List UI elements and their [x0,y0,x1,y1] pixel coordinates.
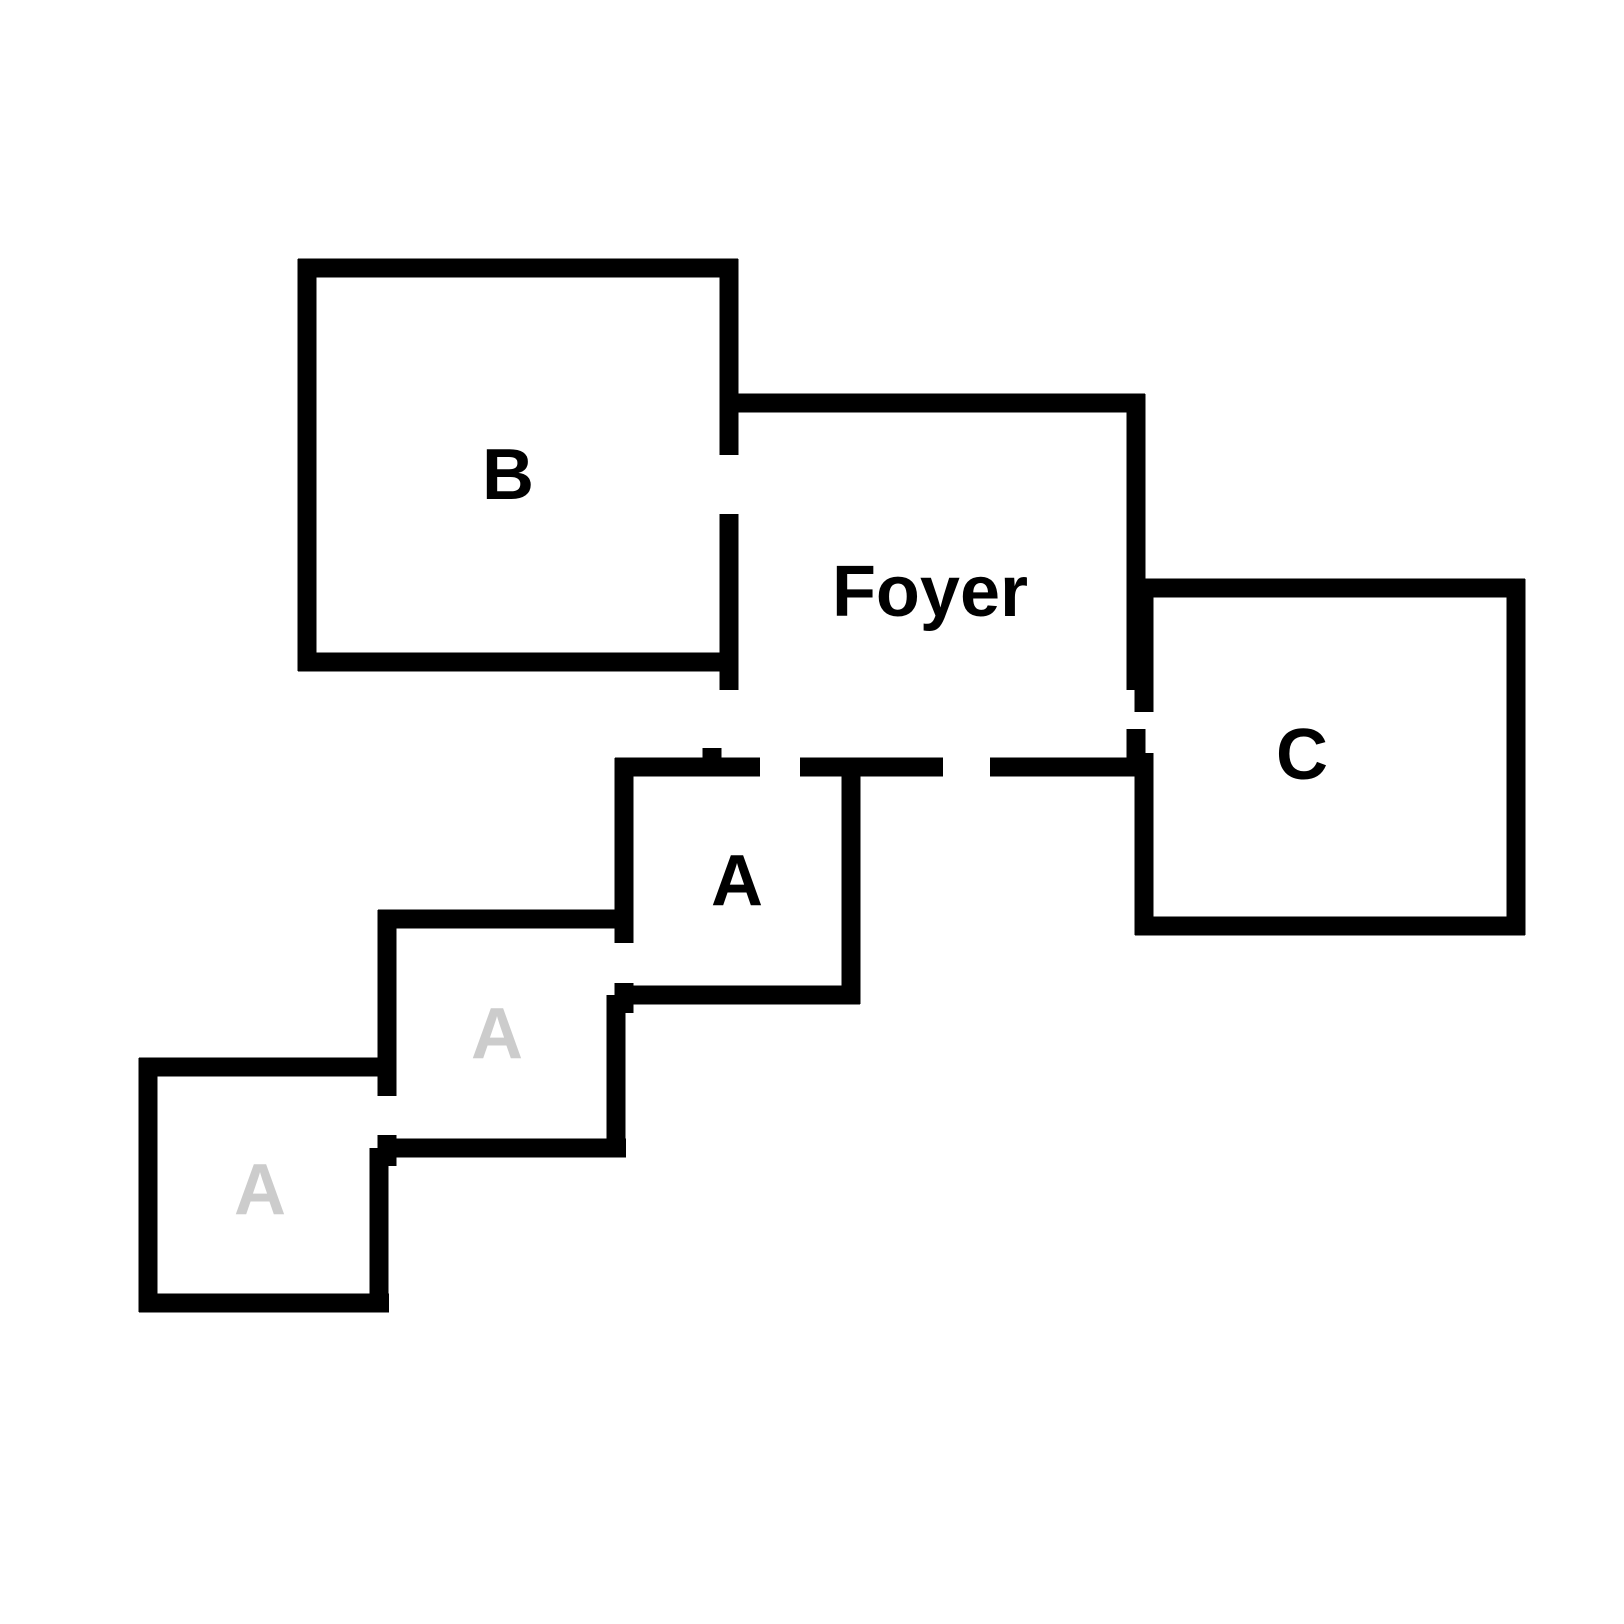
room-label-room-a-middle: A [471,994,523,1074]
room-label-room-c: C [1276,715,1328,795]
room-label-room-b: B [482,435,534,515]
room-label-room-foyer: Foyer [832,552,1028,632]
room-label-room-a-bottom: A [234,1150,286,1230]
walls-layer [138,258,1526,1313]
room-label-room-a-top: A [711,841,763,921]
